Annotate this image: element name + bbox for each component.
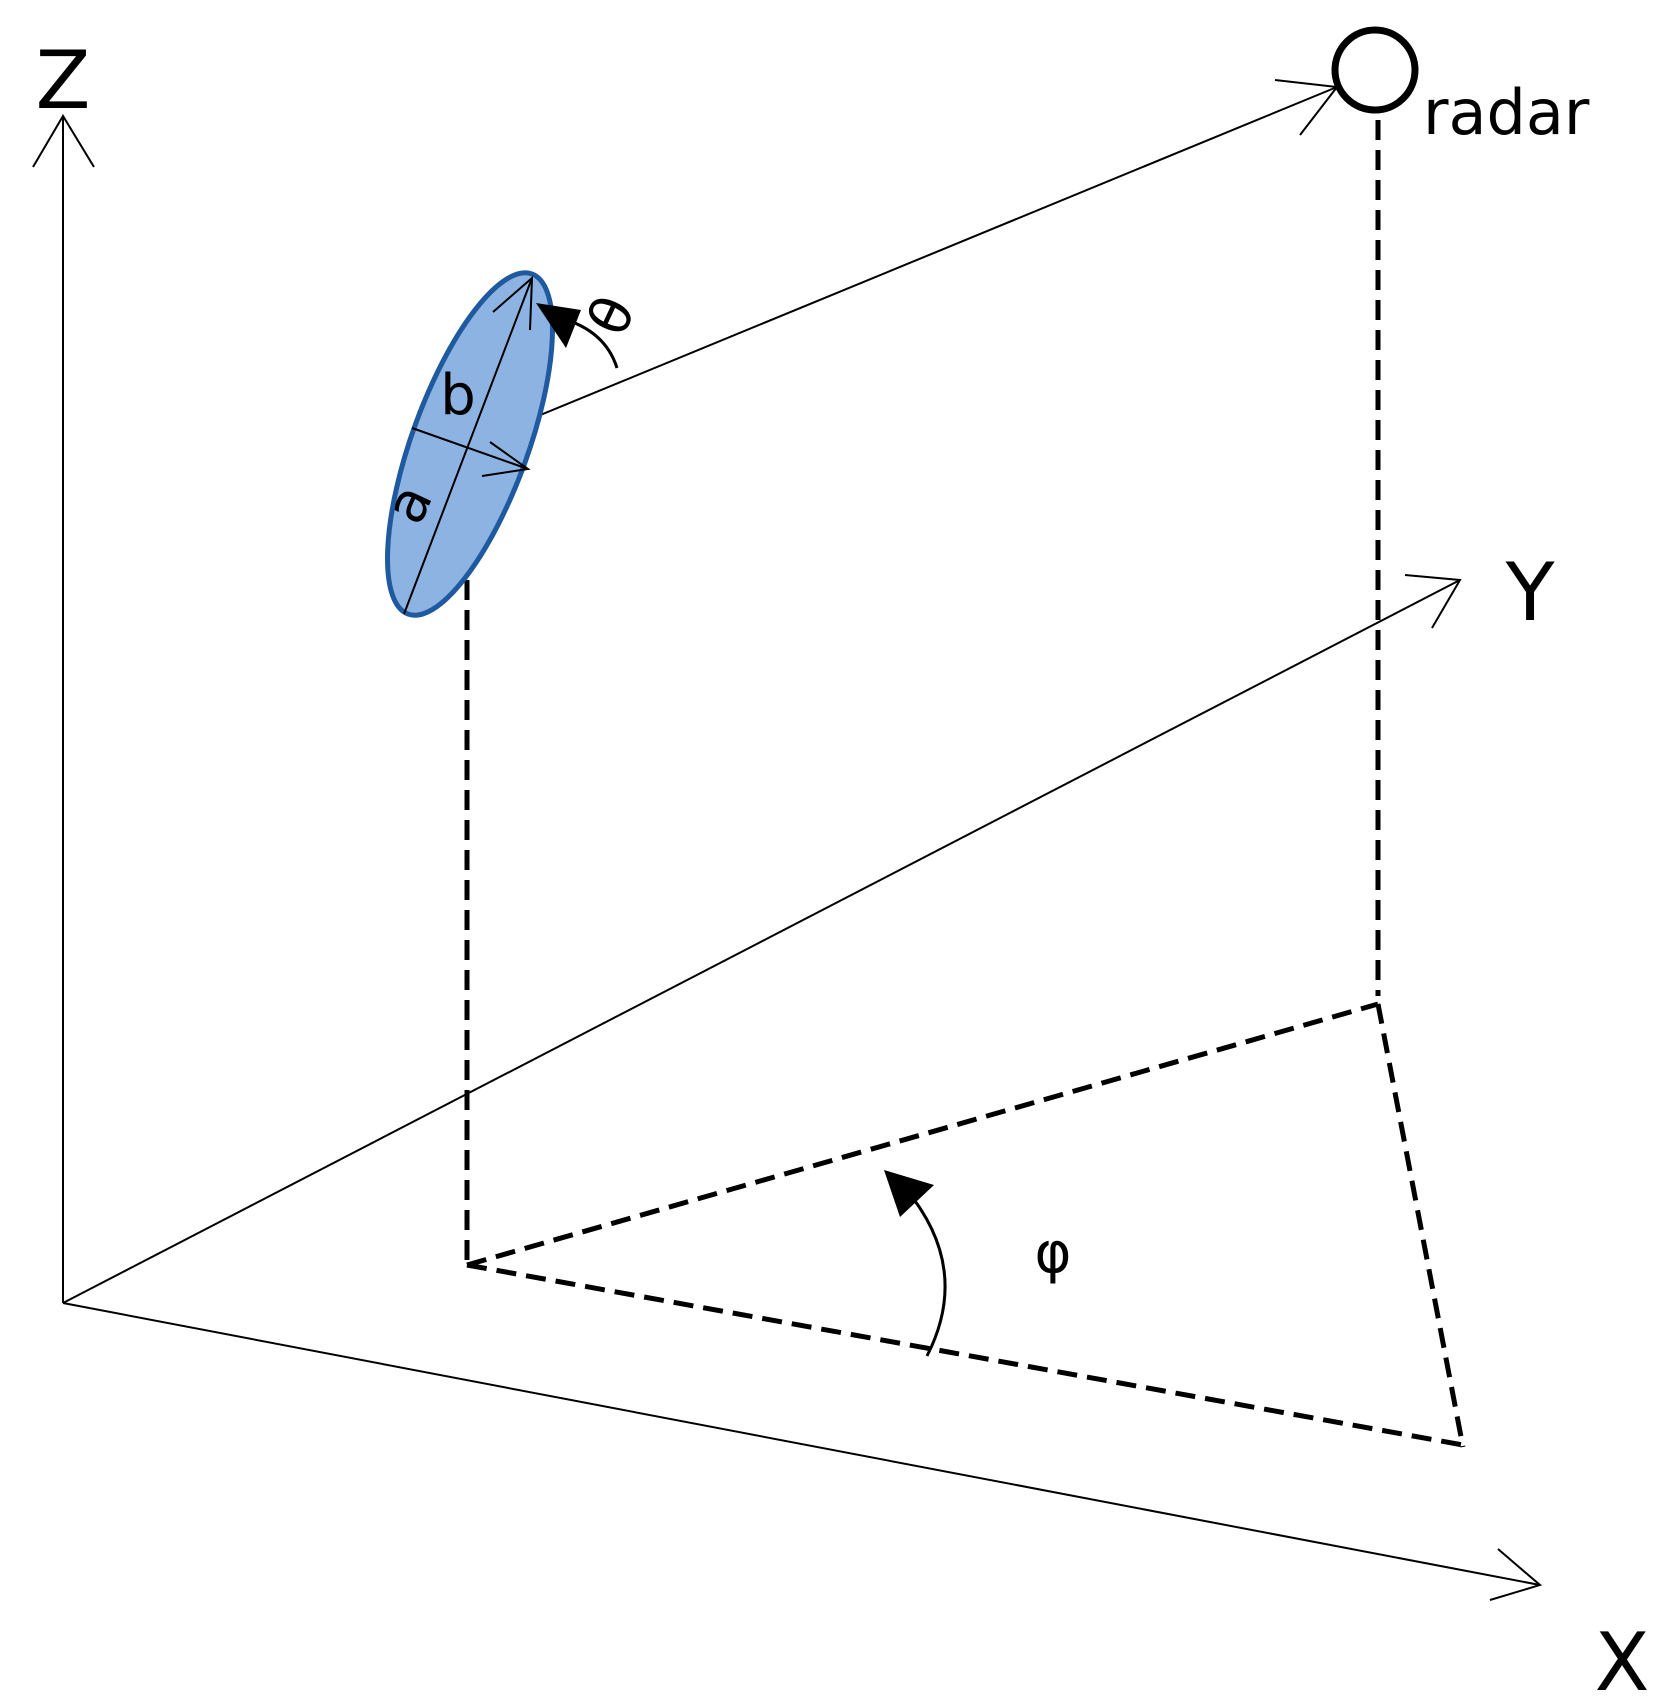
y-axis-label: Y [1505, 546, 1556, 639]
projection-lines [464, 120, 1466, 1448]
major-axis-a-arrowhead [492, 275, 534, 331]
axes [32, 114, 1543, 1601]
y-axis-arrowhead [1404, 574, 1462, 629]
x-axis-label: X [1595, 1616, 1650, 1700]
phi-label: φ [1035, 1221, 1072, 1286]
z-axis-label: Z [36, 34, 91, 127]
line-of-sight-line [486, 86, 1338, 438]
semi-axis-b-label: b [440, 363, 476, 428]
angle-markers [536, 303, 947, 1357]
scatterer [385, 270, 555, 618]
ground-line-parallel-y [1375, 1003, 1466, 1448]
scatterer-ellipse [385, 270, 555, 618]
phi-arrowhead-icon [884, 1170, 934, 1217]
minor-axis-b-arrowhead [481, 441, 531, 477]
radar-label: radar [1423, 76, 1590, 149]
theta-arrowhead-icon [536, 303, 581, 348]
phi-arc [903, 1187, 947, 1357]
x-axis-arrowhead [1489, 1548, 1543, 1601]
x-axis-line [62, 1302, 1541, 1586]
theta-label: θ [576, 287, 649, 346]
line-of-sight-arrowhead-radar [1274, 79, 1339, 136]
ground-line-to-radar-foot [466, 1001, 1379, 1268]
z-axis-arrowhead [32, 114, 95, 168]
radar-icon [1331, 26, 1419, 114]
ground-line-along-x [466, 1262, 1464, 1448]
line-of-sight [485, 79, 1339, 452]
major-axis-a-line [403, 277, 533, 615]
y-axis-line [62, 579, 1461, 1304]
minor-axis-b-line [411, 427, 529, 470]
